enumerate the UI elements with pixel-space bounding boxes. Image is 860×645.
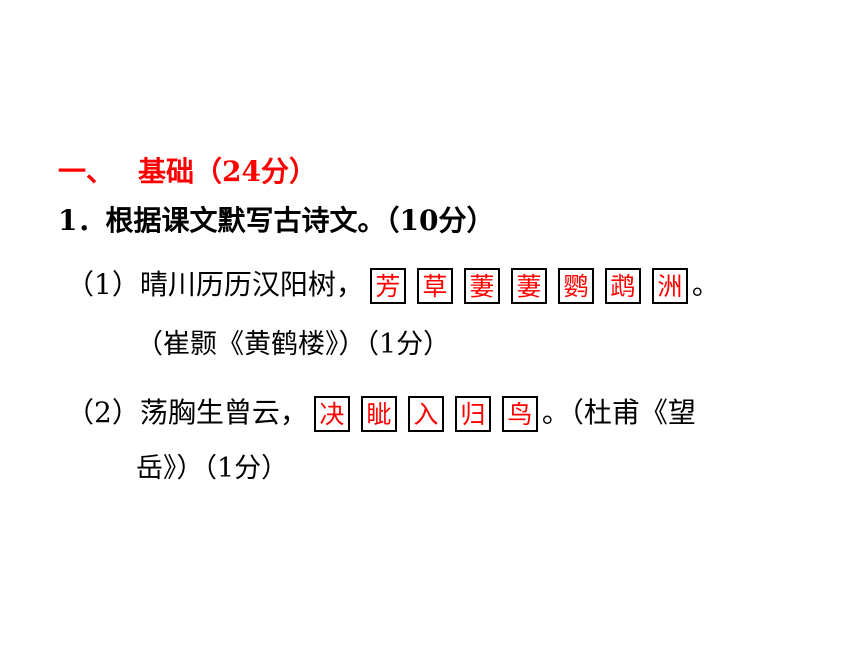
answer-char: 草 [416, 268, 453, 304]
answer-char: 眦 [360, 396, 397, 432]
answer-char: 决 [313, 396, 350, 432]
section-title: 基础（24分） [138, 155, 317, 188]
answer-char: 洲 [651, 268, 688, 304]
item-2-suffix: 。（杜甫《望 [541, 396, 696, 429]
answer-char: 萋 [510, 268, 547, 304]
item-2-continuation: 岳》）（1分） [136, 453, 289, 484]
answer-char: 鹦 [557, 268, 594, 304]
item-1-prefix: （1）晴川历历汉阳树， [66, 268, 364, 301]
item-1-line: （1）晴川历历汉阳树， 芳 草 萋 萋 鹦 鹉 洲 。 [66, 268, 720, 304]
answer-char: 芳 [369, 268, 406, 304]
item-2-prefix: （2）荡胸生曾云， [66, 396, 308, 429]
item-1-answers: 芳 草 萋 萋 鹦 鹉 洲 [369, 268, 688, 304]
section-number: 一、 [58, 155, 115, 188]
answer-char: 归 [454, 396, 491, 432]
item-1-suffix: 。 [691, 268, 720, 301]
section-heading: 一、基础（24分） [58, 155, 317, 189]
answer-char: 鸟 [501, 396, 538, 432]
item-2-answers: 决 眦 入 归 鸟 [313, 396, 538, 432]
answer-char: 鹉 [604, 268, 641, 304]
question-1-title: 1．根据课文默写古诗文。（10分） [58, 204, 495, 237]
answer-char: 入 [407, 396, 444, 432]
answer-char: 萋 [463, 268, 500, 304]
item-1-source: （崔颢《黄鹤楼》）（1分） [136, 329, 451, 360]
item-2-line: （2）荡胸生曾云， 决 眦 入 归 鸟 。（杜甫《望 [66, 396, 696, 432]
